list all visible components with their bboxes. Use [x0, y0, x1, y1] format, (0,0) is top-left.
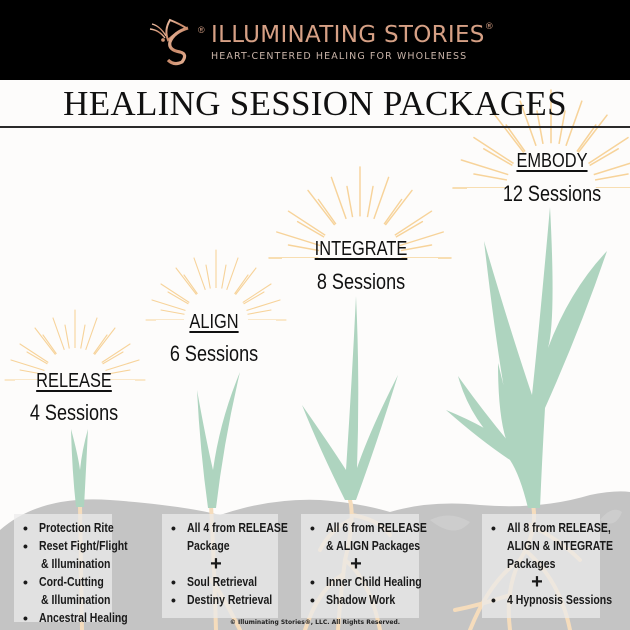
package-card-integrate: All 6 from RELEASE & ALIGN Packages + In…	[301, 514, 427, 618]
list-item-continuation: & ALIGN Packages	[326, 539, 421, 553]
list-item: 4 Hypnosis Sessions	[490, 591, 612, 609]
copyright-notice: © Illuminating Stories®, LLC. All Rights…	[229, 619, 401, 626]
package-name-release: RELEASE	[36, 370, 112, 392]
plus-icon: +	[531, 571, 543, 593]
list-item: Cord-Cutting	[22, 573, 108, 591]
package-sessions-align: 6 Sessions	[169, 341, 259, 366]
package-name-align: ALIGN	[189, 311, 239, 333]
list-item-includes: All 6 from RELEASE	[309, 519, 427, 537]
brand-tagline: HEART-CENTERED HEALING FOR WHOLENESS	[211, 51, 468, 62]
package-sessions-release: 4 Sessions	[29, 400, 119, 425]
list-item: Inner Child Healing	[309, 573, 422, 591]
package-name-integrate: INTEGRATE	[314, 238, 408, 260]
list-item-continuation: Package	[187, 539, 230, 553]
list-item: Destiny Retrieval	[170, 591, 274, 609]
list-item-continuation: & Illumination	[41, 557, 111, 571]
brand-header: ® ILLUMINATING STORIES® HEART-CENTERED H…	[0, 0, 630, 80]
list-item-includes: All 8 from RELEASE,	[490, 519, 611, 537]
package-name-embody: EMBODY	[516, 150, 588, 172]
package-card-align: All 4 from RELEASE Package + Soul Retrie…	[162, 514, 288, 618]
list-item: Reset Fight/Flight	[22, 537, 128, 555]
list-item: Shadow Work	[309, 591, 415, 609]
list-item-continuation: Packages	[507, 557, 556, 571]
list-item-continuation: & Illumination	[41, 593, 111, 607]
title-divider	[0, 126, 630, 128]
package-card-embody: All 8 from RELEASE, ALIGN & INTEGRATE Pa…	[482, 514, 613, 618]
brand-name: ILLUMINATING STORIES®	[211, 22, 495, 48]
list-item-continuation: ALIGN & INTEGRATE	[507, 539, 613, 553]
list-item: Protection Rite	[22, 519, 114, 537]
package-sessions-embody: 12 Sessions	[502, 181, 602, 206]
page-title: HEALING SESSION PACKAGES	[63, 84, 567, 123]
plus-icon: +	[350, 553, 362, 575]
list-item: Ancestral Healing	[22, 609, 128, 627]
butterfly-icon	[149, 18, 189, 66]
package-card-release: Protection Rite Reset Fight/Flight & Ill…	[14, 514, 128, 627]
list-item: Soul Retrieval	[170, 573, 274, 591]
plus-icon: +	[210, 553, 222, 575]
package-sessions-integrate: 8 Sessions	[316, 269, 406, 294]
list-item-includes: All 4 from RELEASE	[170, 519, 288, 537]
registered-mark: ®	[198, 25, 205, 35]
